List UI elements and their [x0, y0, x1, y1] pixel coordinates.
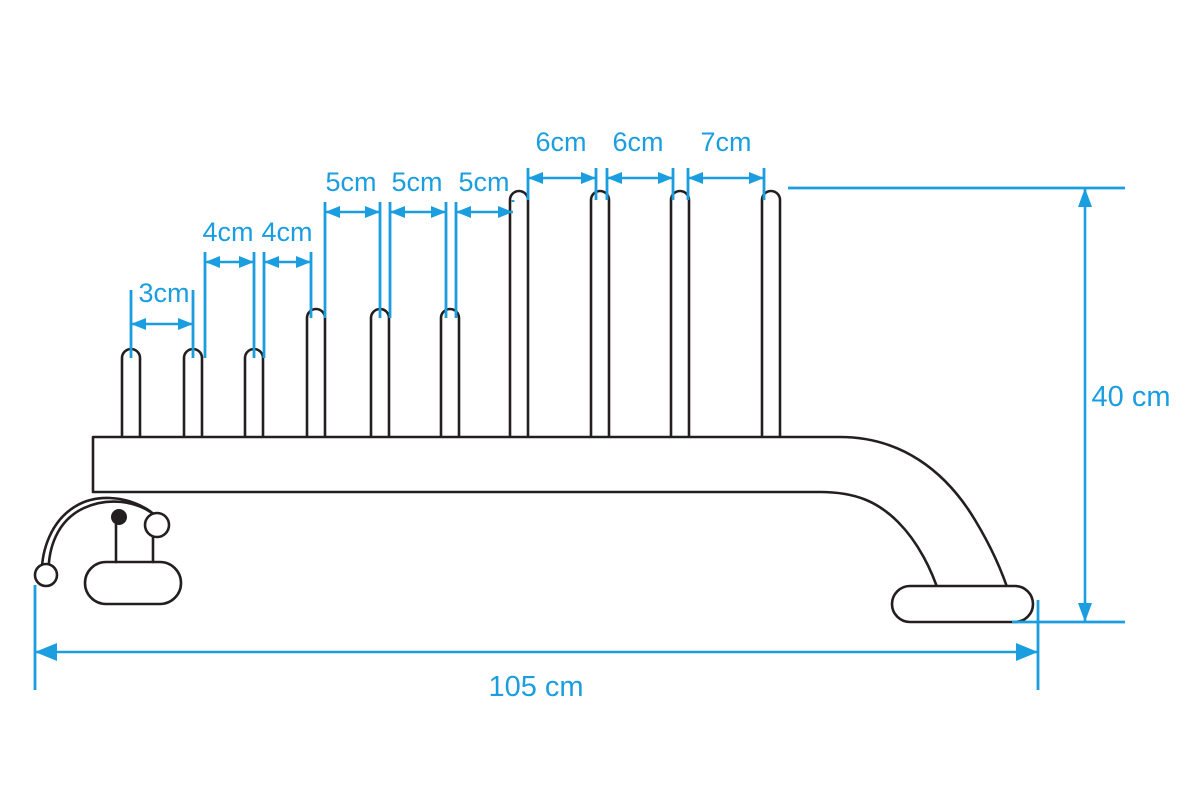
arrow-right-5cm-b	[431, 206, 446, 218]
arrow-left-5cm-b	[390, 206, 405, 218]
arrow-left-4cm-a	[205, 256, 220, 268]
arrow-left-3cm	[131, 318, 146, 330]
tine-group-medium	[305, 307, 461, 442]
tine-group-tall	[508, 189, 782, 442]
arrow-left-105cm	[35, 643, 57, 661]
arrow-right-4cm-b	[296, 256, 311, 268]
arrow-right-105cm	[1016, 643, 1038, 661]
dim-label-5cm-c: 5cm	[458, 167, 509, 197]
tine-group-short	[120, 347, 265, 442]
dim-label-6cm-b: 6cm	[612, 127, 663, 157]
dimension-3cm: 3cm	[129, 278, 195, 358]
dimension-105cm: 105 cm	[33, 585, 1040, 703]
dimension-5cm-c: 5cm	[454, 167, 515, 318]
arrow-right-3cm	[178, 318, 193, 330]
tine-3	[243, 347, 265, 442]
dim-label-105cm: 105 cm	[488, 671, 583, 703]
arrow-right-4cm-a	[239, 256, 254, 268]
arrow-right-6cm-a	[581, 172, 596, 184]
tine-5	[369, 307, 391, 442]
dimension-40cm: 40 cm	[788, 186, 1171, 624]
arrow-left-4cm-b	[264, 256, 279, 268]
dimension-4cm-a: 4cm	[202, 217, 256, 358]
roller-circle	[143, 511, 171, 539]
tine-9	[669, 189, 691, 442]
dimension-4cm-b: 4cm	[261, 217, 313, 358]
arrow-left-5cm-a	[325, 206, 340, 218]
arrow-top-40cm	[1078, 188, 1092, 207]
tine-7	[508, 189, 530, 442]
dim-label-4cm-a: 4cm	[202, 217, 253, 247]
dimension-5cm-a: 5cm	[323, 167, 382, 318]
tine-10	[760, 189, 782, 442]
arrow-right-6cm-b	[658, 172, 673, 184]
arrow-left-7cm	[688, 172, 703, 184]
left-foot-pad	[83, 560, 183, 606]
pivot-point	[111, 509, 127, 525]
hook-eye-circle	[33, 562, 59, 588]
arrow-left-6cm-b	[607, 172, 622, 184]
arrow-right-5cm-c	[498, 206, 513, 218]
dim-label-5cm-a: 5cm	[325, 167, 376, 197]
arrow-bottom-40cm	[1078, 603, 1092, 622]
arrow-left-5cm-c	[456, 206, 471, 218]
tine-2	[182, 347, 204, 442]
dim-label-4cm-b: 4cm	[261, 217, 312, 247]
tine-4	[305, 307, 327, 442]
dim-label-5cm-b: 5cm	[391, 167, 442, 197]
dim-label-40cm: 40 cm	[1092, 381, 1171, 413]
dimension-5cm-b: 5cm	[388, 167, 448, 318]
tine-8	[589, 189, 611, 442]
arrow-right-7cm	[749, 172, 764, 184]
tine-6	[439, 307, 461, 442]
dim-label-3cm: 3cm	[138, 278, 189, 308]
tine-1	[120, 347, 142, 442]
dim-label-6cm-a: 6cm	[535, 127, 586, 157]
arrow-right-5cm-a	[365, 206, 380, 218]
main-bar	[91, 435, 1012, 598]
right-foot-pad	[890, 584, 1035, 624]
arrow-left-6cm-a	[528, 172, 543, 184]
dimension-6cm-a: 6cm	[526, 127, 598, 200]
dimension-7cm: 7cm	[686, 127, 766, 200]
dim-label-7cm: 7cm	[700, 127, 751, 157]
dimension-6cm-b: 6cm	[605, 127, 675, 200]
